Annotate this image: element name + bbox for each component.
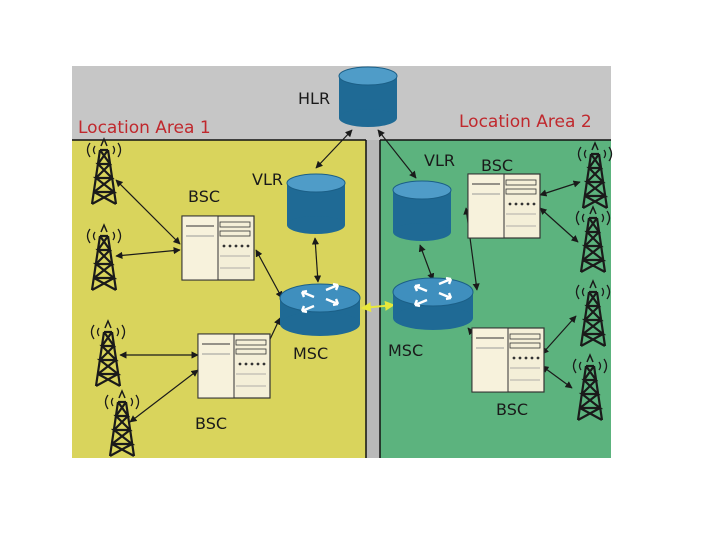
vlr-1-database-icon	[286, 173, 346, 235]
msc-1-router-icon	[278, 282, 362, 338]
msc-1-label: MSC	[293, 344, 328, 363]
msc-msc-link	[361, 300, 395, 313]
msc-2-router-icon	[391, 276, 475, 332]
area-divider	[366, 140, 380, 458]
msc-2-label: MSC	[388, 341, 423, 360]
bsc-1-server-rack-icon	[181, 215, 255, 281]
bsc-2-label: BSC	[195, 414, 227, 433]
bsc-4-server-rack-icon	[471, 327, 545, 393]
bsc-3-server-rack-icon	[467, 173, 541, 239]
bsc-3-label: BSC	[481, 156, 513, 175]
bsc-4-label: BSC	[496, 400, 528, 419]
vlr-1-label: VLR	[252, 170, 283, 189]
hlr-label: HLR	[298, 89, 330, 108]
bsc-2-server-rack-icon	[197, 333, 271, 399]
location-area-1-title: Location Area 1	[78, 118, 211, 138]
location-area-2-title: Location Area 2	[459, 112, 592, 132]
links	[115, 129, 581, 423]
hlr-database-icon	[338, 66, 398, 128]
vlr-2-label: VLR	[424, 151, 455, 170]
vlr-2-database-icon	[392, 180, 452, 242]
bsc-1-label: BSC	[188, 187, 220, 206]
